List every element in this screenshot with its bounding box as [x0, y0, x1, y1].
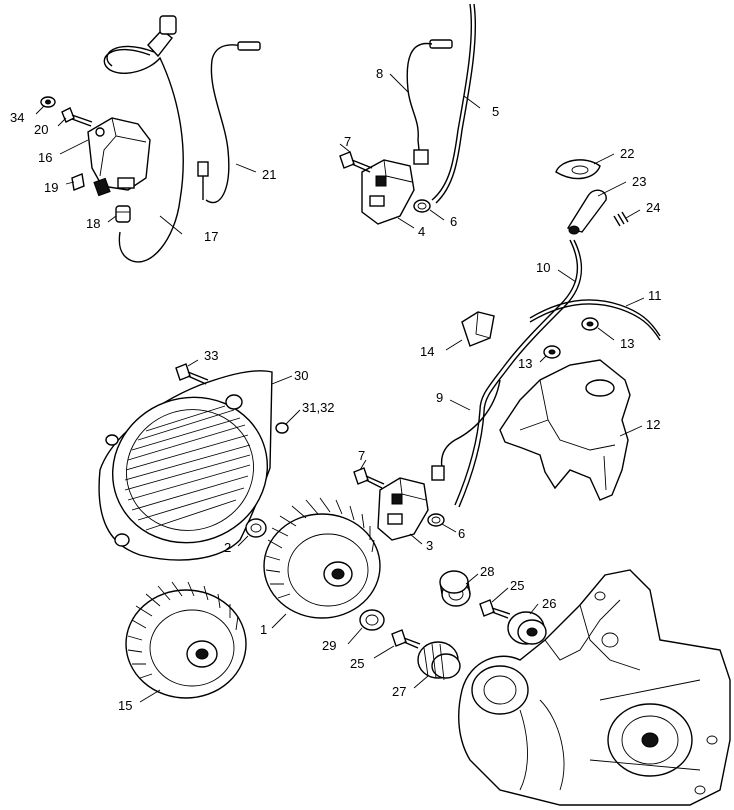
callout-31-32: 31,32 — [302, 400, 335, 415]
callout-8: 8 — [376, 66, 383, 81]
clip-19 — [71, 173, 85, 191]
mount-26 — [507, 611, 547, 645]
flywheel-15-fins — [127, 581, 239, 679]
callout-29: 29 — [322, 638, 336, 653]
callout-23: 23 — [632, 174, 646, 189]
callout-21: 21 — [262, 167, 276, 182]
wire-9 — [431, 379, 501, 481]
screw-7-lower — [353, 467, 385, 489]
callout-11: 11 — [648, 288, 662, 303]
boot-23 — [566, 189, 607, 235]
clip-13-left — [543, 345, 561, 359]
callout-30: 30 — [294, 368, 308, 383]
callout-22: 22 — [620, 146, 634, 161]
callout-16: 16 — [38, 150, 52, 165]
baffle-12 — [499, 359, 631, 501]
callout-34: 34 — [10, 110, 24, 125]
ignition-module-16 — [87, 117, 151, 197]
mount-27 — [417, 641, 461, 681]
callout-20: 20 — [34, 122, 48, 137]
wire-5 — [431, 3, 477, 204]
flywheel-1-fins — [265, 497, 375, 599]
flywheel-1 — [263, 497, 381, 619]
callout-19: 19 — [44, 180, 58, 195]
cap-22 — [555, 159, 601, 180]
callout-5: 5 — [492, 104, 499, 119]
callout-15: 15 — [118, 698, 132, 713]
callout-2: 2 — [224, 540, 231, 555]
sleeve-18 — [115, 205, 131, 223]
block-14 — [461, 311, 495, 347]
grommet-6-lower — [427, 513, 445, 527]
clip-13-right — [581, 317, 599, 331]
callout-10: 10 — [536, 260, 550, 275]
callout-24: 24 — [646, 200, 660, 215]
callout-13-left: 13 — [518, 356, 532, 371]
screw-25-right — [479, 599, 511, 619]
callout-labels: 34 20 16 19 18 17 21 8 7 5 4 6 22 23 24 … — [10, 66, 662, 713]
screw-20 — [61, 107, 93, 127]
callout-4: 4 — [418, 224, 425, 239]
leader-lines — [35, 73, 645, 703]
callout-12: 12 — [646, 417, 660, 432]
callout-27: 27 — [392, 684, 406, 699]
wire-8 — [406, 39, 453, 165]
bushing-29 — [359, 609, 385, 631]
callout-3: 3 — [426, 538, 433, 553]
flywheel-15 — [125, 581, 247, 699]
callout-1: 1 — [260, 622, 267, 637]
ignition-module-3 — [377, 477, 429, 541]
screw-33 — [175, 363, 209, 385]
callout-13-right: 13 — [620, 336, 634, 351]
callout-17: 17 — [204, 229, 218, 244]
sleeve-31-32 — [275, 422, 289, 434]
callout-18: 18 — [86, 216, 100, 231]
callout-26: 26 — [542, 596, 556, 611]
ignition-lead-10 — [454, 239, 583, 508]
callout-25-right: 25 — [510, 578, 524, 593]
callout-6-lower: 6 — [458, 526, 465, 541]
ignition-lead-17 — [103, 15, 184, 263]
bushing-28 — [439, 570, 471, 607]
fan-housing-grille — [124, 405, 251, 531]
grommet-6-top — [413, 199, 431, 213]
screw-25-left — [391, 629, 421, 649]
callout-7-top: 7 — [344, 134, 351, 149]
callout-25-left: 25 — [350, 656, 364, 671]
ignition-module-4 — [361, 159, 415, 225]
crankcase — [458, 569, 731, 806]
callout-6-top: 6 — [450, 214, 457, 229]
callout-14: 14 — [420, 344, 434, 359]
spring-24 — [613, 211, 629, 227]
screw-7-top — [339, 151, 373, 173]
callout-9: 9 — [436, 390, 443, 405]
short-wire-21 — [197, 41, 261, 204]
callout-28: 28 — [480, 564, 494, 579]
washer-34 — [40, 96, 56, 108]
short-circuit-wire-11 — [529, 299, 661, 341]
callout-7-lower: 7 — [358, 448, 365, 463]
callout-33: 33 — [204, 348, 218, 363]
fan-housing-30 — [98, 370, 273, 561]
nut-2 — [245, 518, 267, 538]
